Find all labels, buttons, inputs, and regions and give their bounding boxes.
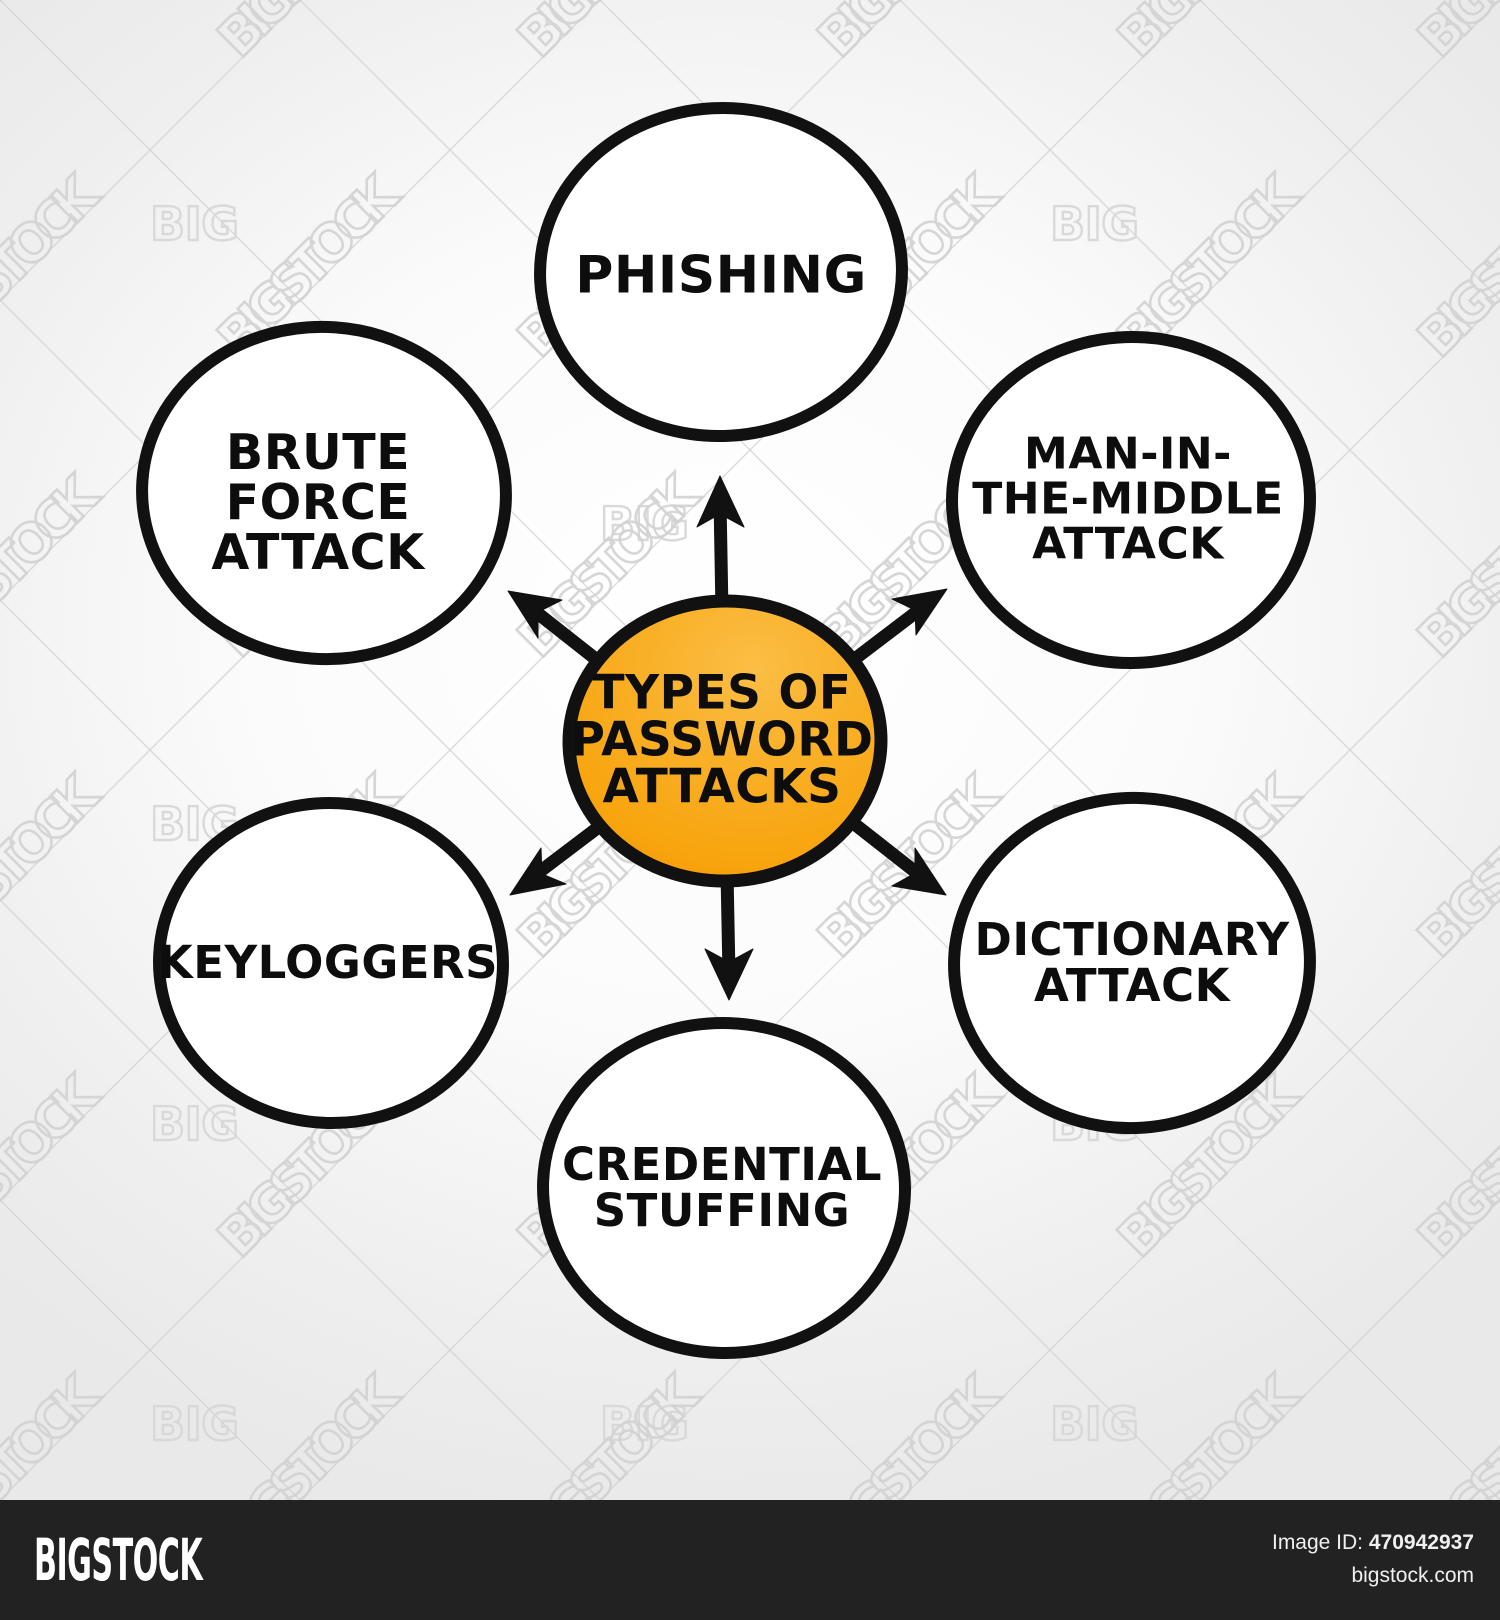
mindmap-diagram xyxy=(136,101,1316,1360)
circle-dictionary-attack xyxy=(948,791,1316,1135)
circle-phishing xyxy=(534,101,908,443)
image-id-value: 470942937 xyxy=(1368,1531,1474,1555)
circle-center-topic xyxy=(562,594,888,888)
stock-footer-bar: BIGSTOCK Image ID: 470942937 bigstock.co… xyxy=(0,1500,1500,1620)
image-id-line: Image ID: 470942937 xyxy=(1272,1527,1474,1560)
bigstock-logo: BIGSTOCK xyxy=(34,1526,203,1594)
circle-man-in-the-middle xyxy=(946,330,1316,670)
arrow-to-dictionary-attack xyxy=(850,819,947,896)
arrow-to-credential-stuffing xyxy=(704,865,754,1001)
arrow-to-man-in-the-middle xyxy=(849,588,948,665)
image-id-label: Image ID: xyxy=(1271,1531,1364,1555)
arrow-to-keyloggers xyxy=(509,819,607,896)
bigstock-site-link[interactable]: bigstock.com xyxy=(1351,1564,1474,1587)
footer-metadata: Image ID: 470942937 bigstock.com xyxy=(1272,1527,1474,1592)
circle-keyloggers xyxy=(153,796,509,1130)
branch-circles xyxy=(136,101,1316,1360)
connector-arrows xyxy=(507,475,948,1001)
circle-credential-stuffing xyxy=(537,1016,911,1360)
arrow-to-brute-force-attack xyxy=(507,590,604,667)
circle-brute-force-attack xyxy=(136,320,512,666)
mindmap-canvas: BIG BIG BIG BIG BIG BIG BIG BIG BIG BIG … xyxy=(0,0,1500,1500)
arrow-to-phishing xyxy=(696,475,745,619)
